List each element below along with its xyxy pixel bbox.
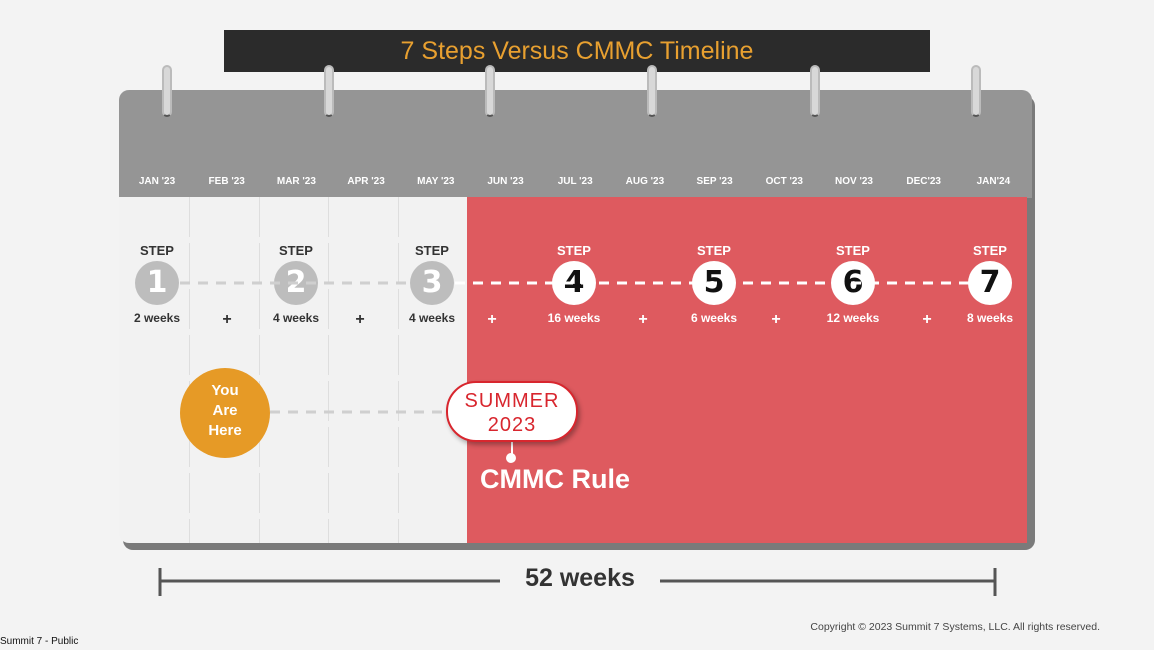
step-label: STEP xyxy=(973,243,1007,258)
step-number-badge: 7 xyxy=(968,261,1012,305)
step-label: STEP xyxy=(140,243,174,258)
month-label: MAR '23 xyxy=(276,176,316,187)
month-label: APR '23 xyxy=(347,176,385,187)
copyright: Copyright © 2023 Summit 7 Systems, LLC. … xyxy=(810,621,1100,633)
step-label: STEP xyxy=(836,243,870,258)
binder-ring-icon xyxy=(647,65,657,117)
you-are-here-line1: You xyxy=(211,382,239,399)
month-label: JAN'24 xyxy=(976,176,1011,187)
step-duration: 8 weeks xyxy=(966,311,1014,325)
month-label: JUL '23 xyxy=(557,176,593,187)
post-rule-period xyxy=(467,197,1027,543)
plus-sign: + xyxy=(771,311,781,328)
total-duration: 52 weeks xyxy=(525,564,635,592)
you-are-here-marker: You Are Here xyxy=(180,368,270,458)
month-label: MAY '23 xyxy=(417,176,455,187)
month-label: FEB '23 xyxy=(208,176,245,187)
step-label: STEP xyxy=(279,243,313,258)
month-label: SEP '23 xyxy=(696,176,733,187)
step-number-badge: 3 xyxy=(410,261,454,305)
grid-line xyxy=(328,197,329,543)
milestone-pin-dot xyxy=(506,453,516,463)
month-label: JUN '23 xyxy=(487,176,524,187)
calendar-header xyxy=(119,90,1032,198)
binder-ring-icon xyxy=(485,65,495,117)
plus-sign: + xyxy=(922,311,932,328)
milestone-line1: SUMMER xyxy=(464,390,560,412)
grid-line xyxy=(398,197,399,543)
month-label: DEC'23 xyxy=(906,176,941,187)
month-label: AUG '23 xyxy=(625,176,665,187)
step-duration: 12 weeks xyxy=(826,311,880,325)
grid-line xyxy=(259,197,260,543)
month-label: NOV '23 xyxy=(835,176,873,187)
milestone-caption: CMMC Rule xyxy=(480,464,630,494)
milestone-line2: 2023 xyxy=(487,414,537,436)
binder-ring-icon xyxy=(324,65,334,117)
step-duration: 6 weeks xyxy=(690,311,738,325)
milestone-bubble: SUMMER 2023 xyxy=(446,381,578,442)
step-duration: 16 weeks xyxy=(547,311,601,325)
plus-sign: + xyxy=(487,311,497,328)
month-label: JAN '23 xyxy=(138,176,176,187)
classification-label: Summit 7 - Public xyxy=(0,636,79,647)
plus-sign: + xyxy=(638,311,648,328)
step-label: STEP xyxy=(557,243,591,258)
month-label: OCT '23 xyxy=(765,176,803,187)
page-title: 7 Steps Versus CMMC Timeline xyxy=(224,30,930,72)
binder-ring-icon xyxy=(971,65,981,117)
binder-ring-icon xyxy=(810,65,820,117)
step-label: STEP xyxy=(697,243,731,258)
step-duration: 4 weeks xyxy=(408,311,456,325)
plus-sign: + xyxy=(355,311,365,328)
binder-ring-icon xyxy=(162,65,172,117)
step-duration: 2 weeks xyxy=(133,311,181,325)
plus-sign: + xyxy=(222,311,232,328)
step-number-badge: 1 xyxy=(135,261,179,305)
step-duration: 4 weeks xyxy=(272,311,320,325)
grid-line xyxy=(189,197,190,543)
you-are-here-line3: Here xyxy=(208,422,242,439)
step-label: STEP xyxy=(415,243,449,258)
you-are-here-line2: Are xyxy=(212,402,238,419)
